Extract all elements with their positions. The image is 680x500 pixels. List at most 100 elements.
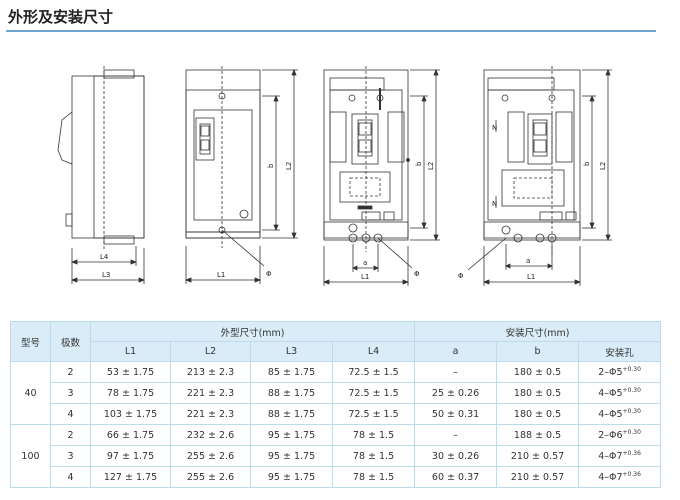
front-view-4pole-drawing [467,66,612,286]
l3-cell: 95 ± 1.75 [250,445,333,467]
dim-label-b-4pole: b [583,161,591,166]
l1-cell: 97 ± 1.75 [90,445,171,467]
hole-cell: 2–Φ5+0.30 [578,361,662,383]
b-cell: 210 ± 0.57 [496,466,580,488]
dim-label-l2-2pole: L2 [285,162,293,170]
hole-cell: 2–Φ6+0.30 [578,424,662,446]
hole-spec: 2–Φ6 [598,429,623,441]
hole-tolerance: +0.30 [622,407,641,415]
l4-cell: 78 ± 1.5 [331,466,416,488]
front-view-2pole-drawing [184,66,298,284]
neutral-mark-top: N [492,124,497,132]
front-view-3pole-drawing [322,66,440,286]
a-cell: – [414,361,498,383]
l1-cell: 78 ± 1.75 [90,382,171,404]
dim-label-l4: L4 [100,253,109,261]
l1-cell: 53 ± 1.75 [90,361,171,383]
header-col-l4: L4 [331,341,416,362]
dim-label-l1-2pole: L1 [217,271,225,279]
b-cell: 180 ± 0.5 [496,382,580,404]
dim-label-a-3pole: a [363,259,367,267]
hole-tolerance: +0.30 [622,428,641,436]
hole-cell: 4–Φ5+0.30 [578,382,662,404]
l4-cell: 72.5 ± 1.5 [331,361,416,383]
dim-label-l1-4pole: L1 [527,273,535,281]
hole-spec: 4–Φ7 [598,450,623,462]
l2-cell: 232 ± 2.6 [170,424,251,446]
a-cell: – [414,424,498,446]
hole-spec: 4–Φ5 [598,387,623,399]
header-col-l2: L2 [170,341,251,362]
hole-cell: 4–Φ7+0.36 [578,445,662,467]
dim-label-b-3pole: b [415,161,423,166]
l3-cell: 88 ± 1.75 [250,382,333,404]
poles-cell: 2 [50,424,91,446]
l3-cell: 88 ± 1.75 [250,403,333,425]
model-cell: 40 [10,361,51,425]
a-cell: 50 ± 0.31 [414,403,498,425]
dim-label-l2-4pole: L2 [599,162,607,170]
poles-cell: 4 [50,403,91,425]
l4-cell: 72.5 ± 1.5 [331,382,416,404]
l3-cell: 95 ± 1.75 [250,466,333,488]
hole-spec: 2–Φ5 [598,366,623,378]
l2-cell: 221 ± 2.3 [170,403,251,425]
hole-tolerance: +0.36 [622,449,641,457]
header-col-l1: L1 [90,341,171,362]
l3-cell: 95 ± 1.75 [250,424,333,446]
table-row: 40 2 53 ± 1.75 213 ± 2.3 85 ± 1.75 72.5 … [10,361,662,425]
table-row: 4 127 ± 1.75 255 ± 2.6 95 ± 1.75 78 ± 1.… [11,466,662,488]
b-cell: 210 ± 0.57 [496,445,580,467]
dimension-table: 型号 极数 外型尺寸(mm) 安装尺寸(mm) L1 L2 L3 L4 a b … [10,321,662,488]
header-col-hole: 安装孔 [578,341,662,362]
header-mount-dims: 安装尺寸(mm) [414,321,662,342]
l3-cell: 85 ± 1.75 [250,361,333,383]
hole-cell: 4–Φ5+0.30 [578,403,662,425]
side-view-drawing [57,66,146,284]
l4-cell: 78 ± 1.5 [331,445,416,467]
header-col-b: b [496,341,580,362]
dim-label-phi-3pole: Φ [414,270,420,278]
l1-cell: 127 ± 1.75 [90,466,171,488]
dim-label-a-4pole: a [526,257,530,265]
dim-label-phi-4pole: Φ [458,272,464,280]
header-col-a: a [414,341,498,362]
header-outline-dims: 外型尺寸(mm) [89,321,416,342]
l4-cell: 78 ± 1.5 [331,424,416,446]
table-row: 100 2 66 ± 1.75 232 ± 2.6 95 ± 1.75 78 ±… [10,424,662,488]
l2-cell: 213 ± 2.3 [170,361,251,383]
a-cell: 60 ± 0.37 [414,466,498,488]
model-cell: 100 [10,424,51,488]
dim-label-phi-2pole: Φ [266,270,272,278]
neutral-mark-bottom: N [492,200,497,208]
hole-tolerance: +0.30 [622,365,641,373]
l2-cell: 221 ± 2.3 [170,382,251,404]
hole-tolerance: +0.30 [622,386,641,394]
l1-cell: 66 ± 1.75 [90,424,171,446]
page-title: 外形及安装尺寸 [8,8,114,26]
b-cell: 180 ± 0.5 [496,361,580,383]
header-model: 型号 [10,321,51,362]
hole-cell: 4–Φ7+0.36 [578,466,662,488]
hole-spec: 4–Φ5 [598,408,623,420]
header-poles: 极数 [50,321,91,362]
dim-label-l1-3pole: L1 [361,273,369,281]
l4-cell: 72.5 ± 1.5 [331,403,416,425]
poles-cell: 4 [50,466,91,488]
poles-cell: 3 [50,382,91,404]
hole-tolerance: +0.36 [622,470,641,478]
table-row: 3 78 ± 1.75 221 ± 2.3 88 ± 1.75 72.5 ± 1… [11,382,662,404]
dim-label-l2-3pole: L2 [427,162,435,170]
table-row: 3 97 ± 1.75 255 ± 2.6 95 ± 1.75 78 ± 1.5… [11,445,662,467]
b-cell: 188 ± 0.5 [496,424,580,446]
a-cell: 25 ± 0.26 [414,382,498,404]
a-cell: 30 ± 0.26 [414,445,498,467]
poles-cell: 2 [50,361,91,383]
dim-label-b-2pole: b [267,163,275,168]
title-divider [6,30,656,32]
b-cell: 180 ± 0.5 [496,403,580,425]
l2-cell: 255 ± 2.6 [170,466,251,488]
poles-cell: 3 [50,445,91,467]
l1-cell: 103 ± 1.75 [90,403,171,425]
l2-cell: 255 ± 2.6 [170,445,251,467]
